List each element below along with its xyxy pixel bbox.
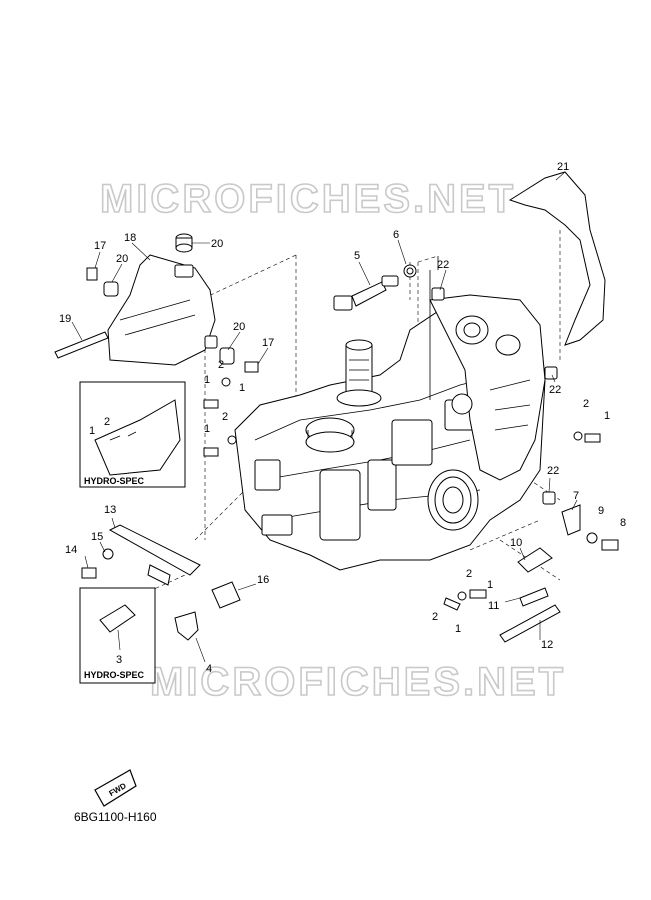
washer-15 xyxy=(102,548,114,560)
callout-1-lower: 1 xyxy=(487,579,493,591)
callout-2-right: 2 xyxy=(583,398,589,410)
watermark-top: MICROFICHES.NET xyxy=(100,177,516,221)
sensor-10 xyxy=(517,547,553,573)
rod-19 xyxy=(54,331,109,359)
callout-16: 16 xyxy=(257,574,269,586)
crankshaft-top xyxy=(305,339,382,453)
leader-lines xyxy=(71,171,578,663)
callout-19: 19 xyxy=(59,313,71,325)
grommet-20-left xyxy=(103,281,119,297)
callout-2-lower-b: 2 xyxy=(432,611,438,623)
watermark-bottom: MICROFICHES.NET xyxy=(150,660,566,704)
callout-22-right: 22 xyxy=(549,384,561,396)
callout-22-top: 22 xyxy=(437,259,449,271)
callout-1-mid-top-b: 1 xyxy=(239,382,245,394)
sensor-11 xyxy=(519,587,549,607)
bracket-21 xyxy=(508,171,606,346)
callout-4: 4 xyxy=(206,663,212,675)
bolt-1-right xyxy=(573,431,601,443)
cylinder-head xyxy=(429,294,546,481)
grommet-20-right xyxy=(204,335,235,365)
sensor-12 xyxy=(499,604,561,643)
callout-8: 8 xyxy=(620,517,626,529)
callout-17-left: 17 xyxy=(94,240,106,252)
washer-9 xyxy=(586,532,598,544)
callout-18: 18 xyxy=(124,232,136,244)
grommet-20-top xyxy=(175,233,193,253)
callout-2-inset: 2 xyxy=(104,416,110,428)
plug-22-lower xyxy=(542,491,556,505)
callout-7: 7 xyxy=(573,490,579,502)
callout-21: 21 xyxy=(557,161,569,173)
bolt-17-left xyxy=(86,267,98,281)
diagram-code: 6BG1100-H160 xyxy=(74,810,157,824)
engine-cover xyxy=(107,254,216,366)
callout-2-lower: 2 xyxy=(466,568,472,580)
callout-2-mid-top: 2 xyxy=(218,359,224,371)
engine-block xyxy=(234,256,546,571)
bolt-17-right xyxy=(244,361,259,373)
hydro-spec-box-bottom: HYDRO-SPEC xyxy=(79,587,156,684)
fwd-arrow-icon: FWD xyxy=(94,769,137,807)
callout-1-lower-b: 1 xyxy=(455,623,461,635)
lower-bolts xyxy=(203,377,487,611)
sensor-5 xyxy=(333,275,399,311)
callout-12: 12 xyxy=(541,639,553,651)
callout-2-mid: 2 xyxy=(222,411,228,423)
callouts: 17 18 20 20 19 20 17 5 6 22 21 22 22 2 1… xyxy=(59,161,626,675)
bracket-7 xyxy=(561,504,581,536)
callout-5: 5 xyxy=(354,250,360,262)
callout-10: 10 xyxy=(510,537,522,549)
callout-20-right: 20 xyxy=(233,321,245,333)
callout-22-lower: 22 xyxy=(547,465,559,477)
bolt-14 xyxy=(81,567,97,579)
callout-11: 11 xyxy=(488,600,499,612)
callout-9: 9 xyxy=(598,505,604,517)
clip-16 xyxy=(211,581,241,609)
callout-6: 6 xyxy=(393,229,399,241)
oil-filter xyxy=(427,469,479,531)
hydro-spec-label-bottom: HYDRO-SPEC xyxy=(84,670,145,680)
callout-15: 15 xyxy=(91,531,103,543)
callout-20-left: 20 xyxy=(116,253,128,265)
callout-1-right: 1 xyxy=(604,410,610,422)
clip-4 xyxy=(174,611,199,641)
callout-3: 3 xyxy=(116,654,122,666)
callout-13: 13 xyxy=(104,504,116,516)
washer-6 xyxy=(403,264,417,278)
callout-14: 14 xyxy=(65,544,77,556)
callout-1-mid-top: 1 xyxy=(204,374,210,386)
callout-20-top: 20 xyxy=(211,238,223,250)
hydro-spec-box-top: HYDRO-SPEC xyxy=(79,381,186,488)
hydro-spec-label-top: HYDRO-SPEC xyxy=(84,476,145,486)
plug-22-right xyxy=(544,366,558,380)
bolt-8 xyxy=(601,539,619,551)
callout-1-mid: 1 xyxy=(204,423,210,435)
plug-22-top xyxy=(431,287,445,301)
callout-1-inset: 1 xyxy=(89,425,95,437)
callout-17-right: 17 xyxy=(262,337,274,349)
bracket-13 xyxy=(108,524,201,586)
